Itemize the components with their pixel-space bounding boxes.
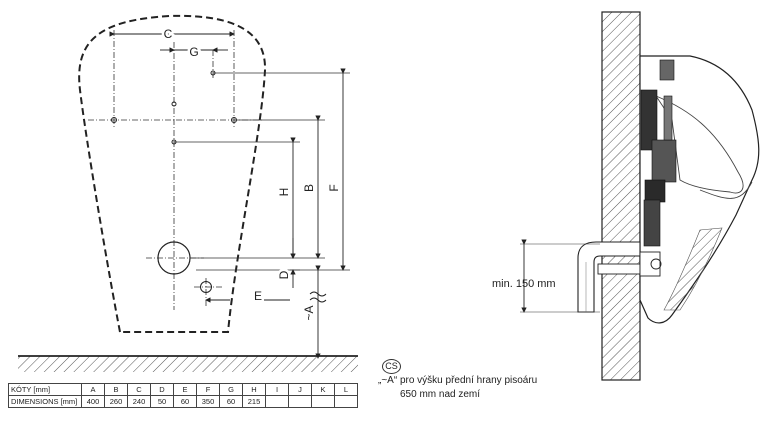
wall-hatch (601, 11, 641, 381)
table-header-label: KÓTY [mm] (8, 383, 82, 396)
dim-label-g: G (189, 45, 198, 59)
table-cell: 60 (173, 395, 197, 408)
front-view: C G H B F D E ~A (18, 14, 358, 372)
table-values-label: DIMENSIONS [mm] (8, 395, 82, 408)
dim-label-c: C (164, 27, 173, 41)
table-col-d: D (150, 383, 174, 396)
dim-label-a: ~A (302, 305, 316, 320)
table-col-f: F (196, 383, 220, 396)
flush-mechanism (640, 59, 677, 247)
table-cell: 50 (150, 395, 174, 408)
language-badge: CS (382, 359, 401, 374)
side-view: min. 150 mm (492, 11, 760, 381)
dimensions-table: KÓTY [mm] A B C D E F G H I J K L DIMENS… (8, 383, 358, 408)
table-col-c: C (127, 383, 151, 396)
table-cell (265, 395, 289, 408)
table-col-l: L (334, 383, 358, 396)
note-line-1: „~A“ pro výšku přední hrany pisoáru (378, 375, 538, 386)
urinal-outline (78, 14, 267, 333)
table-col-i: I (265, 383, 289, 396)
table-cell: 215 (242, 395, 266, 408)
table-col-b: B (104, 383, 128, 396)
table-cell (334, 395, 358, 408)
min-height-label: min. 150 mm (492, 278, 556, 290)
dim-label-b: B (302, 184, 316, 192)
note-line-2: 650 mm nad zemí (400, 389, 481, 400)
table-col-a: A (81, 383, 105, 396)
table-cell: 350 (196, 395, 220, 408)
dim-label-e: E (254, 289, 262, 303)
dim-label-h: H (277, 188, 291, 197)
table-header-row: KÓTY [mm] A B C D E F G H I J K L (8, 383, 358, 396)
table-cell (311, 395, 335, 408)
table-col-e: E (173, 383, 197, 396)
table-col-k: K (311, 383, 335, 396)
table-col-j: J (288, 383, 312, 396)
table-values-row: DIMENSIONS [mm] 400 260 240 50 60 350 60… (8, 395, 358, 408)
dim-label-d: D (277, 270, 291, 279)
dim-label-f: F (327, 184, 341, 191)
floor-hatch (18, 356, 358, 372)
table-col-h: H (242, 383, 266, 396)
table-cell: 260 (104, 395, 128, 408)
table-cell: 400 (81, 395, 105, 408)
table-cell: 60 (219, 395, 243, 408)
table-cell: 240 (127, 395, 151, 408)
table-col-g: G (219, 383, 243, 396)
table-cell (288, 395, 312, 408)
